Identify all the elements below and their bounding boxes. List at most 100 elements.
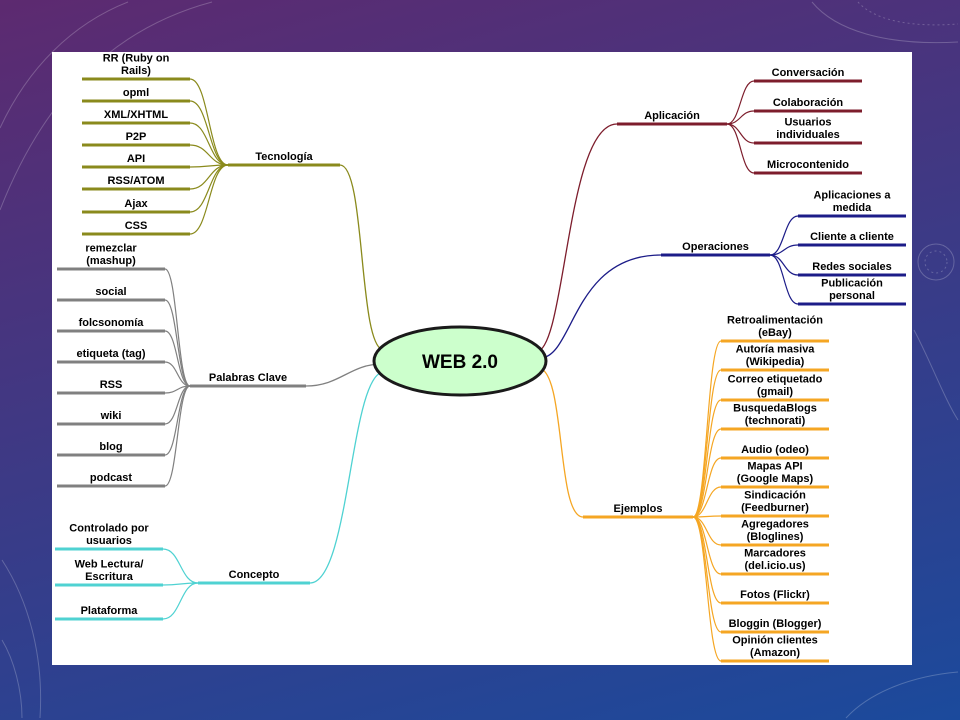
branch-palabras-clave: remezclar(mashup) social folcsonomía etique… [57, 243, 383, 488]
decorative-arc [0, 1, 129, 129]
child-connector [726, 123, 755, 174]
branch-connector [539, 254, 662, 359]
child-label: remezclar [85, 243, 137, 255]
child-node: RSS/ATOM [82, 164, 229, 191]
child-label: folcsonomía [79, 317, 145, 329]
child-label: (eBay) [758, 327, 792, 339]
child-connector [189, 144, 229, 166]
child-label: CSS [125, 220, 148, 232]
child-node: Correo etiquetado(gmail) [692, 374, 829, 518]
child-label: Marcadores [744, 548, 806, 560]
child-label: wiki [100, 410, 122, 422]
child-label: (Google Maps) [737, 473, 814, 485]
child-label: (Wikipedia) [746, 356, 805, 368]
child-label: (mashup) [86, 255, 136, 267]
child-node: Audio (odeo) [692, 444, 829, 518]
decorative-arc [811, 1, 959, 44]
child-connector [726, 123, 755, 144]
child-label: opml [123, 87, 149, 99]
branch-label: Ejemplos [614, 503, 663, 515]
child-connector [164, 361, 191, 387]
child-label: Sindicación [744, 490, 806, 502]
child-node: Microcontenido [726, 123, 862, 175]
central-node: WEB 2.0 [372, 325, 548, 397]
child-node: social [57, 286, 191, 387]
child-label: (technorati) [745, 415, 806, 427]
child-label: (Amazon) [750, 647, 800, 659]
child-connector [769, 215, 799, 256]
child-label: RR (Ruby on [103, 53, 170, 65]
child-node: Redes sociales [769, 254, 906, 277]
child-label: social [95, 286, 126, 298]
child-label: medida [833, 202, 872, 214]
child-connector [769, 244, 799, 256]
child-node: Conversación [726, 67, 862, 125]
branch-connector [339, 164, 385, 351]
child-label: Plataforma [81, 605, 139, 617]
central-node-shape [372, 325, 548, 397]
child-node: etiqueta (tag) [57, 348, 191, 387]
child-label: XML/XHTML [104, 109, 168, 121]
child-label: Correo etiquetado [728, 374, 823, 386]
branch-connector [535, 123, 618, 353]
child-node: Colaboración [726, 97, 862, 125]
child-node: Web Lectura/Escritura [55, 559, 199, 587]
child-node: Agregadores(Bloglines) [692, 516, 829, 547]
child-node: API [82, 153, 229, 169]
child-label: Opinión clientes [732, 635, 818, 647]
child-connector [769, 254, 799, 276]
child-node: folcsonomía [57, 317, 191, 387]
child-label: blog [99, 441, 122, 453]
child-connector [164, 268, 191, 387]
child-label: individuales [776, 129, 840, 141]
child-connector [164, 299, 191, 387]
child-connector [189, 164, 229, 235]
child-label: Controlado por [69, 523, 149, 535]
branch-tecnologia: RR (Ruby onRails)opmlXML/XHTMLP2PAPIRSS/… [82, 53, 385, 351]
child-connector [164, 385, 191, 487]
decorative-ring [924, 250, 948, 274]
child-label: API [127, 153, 145, 165]
branches: RR (Ruby onRails)opmlXML/XHTMLP2PAPIRSS/… [55, 53, 906, 663]
child-connector [189, 100, 229, 166]
child-node: CSS [82, 164, 229, 236]
child-label: Agregadores [741, 519, 809, 531]
child-node: Plataforma [55, 582, 199, 621]
decorative-arc [1, 639, 23, 719]
child-node: blog [57, 385, 191, 457]
child-connector [726, 110, 755, 125]
child-label: Microcontenido [767, 159, 849, 171]
child-node: Sindicación(Feedburner) [692, 490, 829, 518]
child-connector [162, 548, 199, 584]
child-label: Fotos (Flickr) [740, 589, 810, 601]
child-connector [692, 369, 722, 518]
child-label: (gmail) [757, 386, 793, 398]
child-label: Publicación [821, 278, 883, 290]
child-connector [692, 457, 722, 518]
child-connector [692, 486, 722, 518]
branch-connector [305, 363, 383, 387]
branch-label: Tecnología [255, 151, 313, 163]
child-connector [189, 78, 229, 166]
child-label: etiqueta (tag) [76, 348, 145, 360]
child-node: BusquedaBlogs(technorati) [692, 403, 829, 518]
branch-label: Concepto [229, 569, 280, 581]
child-node: XML/XHTML [82, 109, 229, 166]
child-label: Bloggin (Blogger) [729, 618, 822, 630]
branch-label: Palabras Clave [209, 372, 287, 384]
child-label: podcast [90, 472, 133, 484]
child-connector [692, 340, 722, 518]
child-node: Opinión clientes(Amazon) [692, 516, 829, 663]
child-label: Retroalimentación [727, 315, 823, 327]
child-label: P2P [126, 131, 147, 143]
child-label: RSS [100, 379, 123, 391]
child-label: Rails) [121, 65, 151, 77]
child-label: (Bloglines) [747, 531, 804, 543]
child-label: Conversación [772, 67, 845, 79]
